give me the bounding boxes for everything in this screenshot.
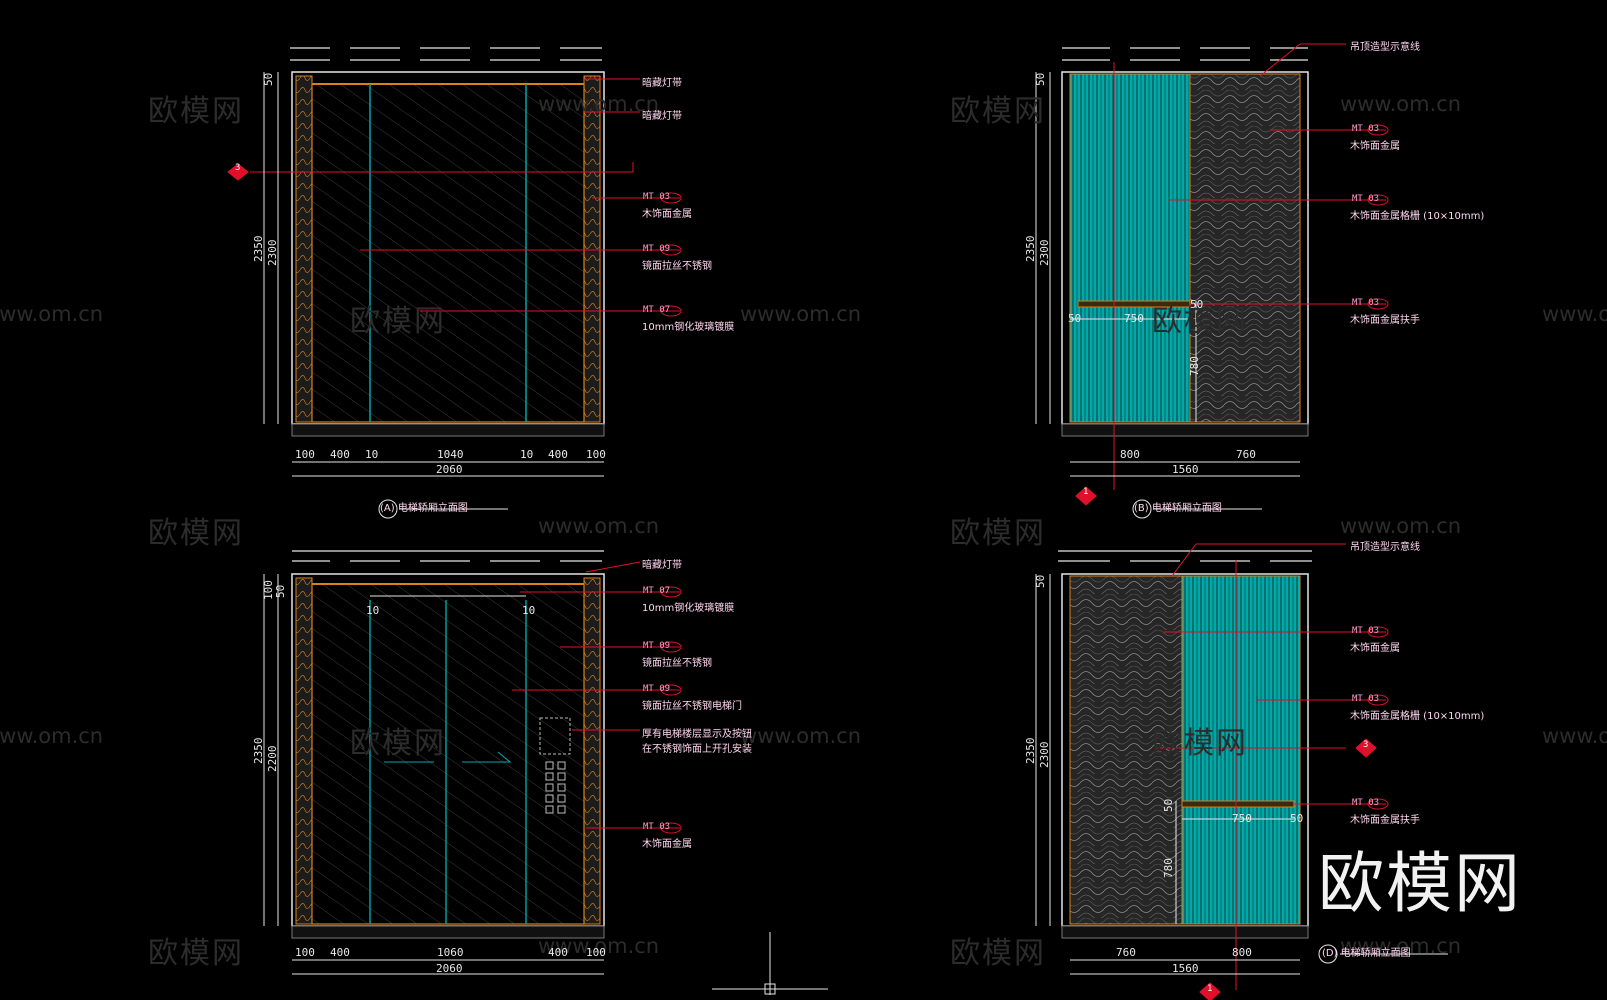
annotation: 10mm钢化玻璃镀膜 [642,322,735,333]
annotation: 镜面拉丝不锈钢 [642,261,712,272]
dimension-total: 1560 [1172,962,1199,975]
dimension-label: 2300 [1038,239,1051,267]
material-tag: MT 09 [643,641,671,651]
section-marker: 3 [1363,740,1369,750]
dimension-total: 1560 [1172,463,1199,476]
annotation: 木饰面金属扶手 [1350,815,1420,826]
dimension-label: 100 [295,946,315,959]
annotation: 厚有电梯楼层显示及按钮 [642,729,752,740]
material-tag: MT 09 [643,244,671,254]
dimension-label: 10 [365,448,379,461]
annotation: 暗藏灯带 [642,111,682,122]
material-tag: MT 07 [643,586,671,596]
dimension-label: 2350 [1024,737,1037,765]
dimension-label: 400 [330,946,350,959]
annotation: 木饰面金属格栅 (10×10mm) [1350,211,1485,222]
dimension-label: 50 [1034,72,1047,86]
dimension-label: 50 [1190,298,1204,311]
annotation: 在不锈钢饰面上开孔安装 [642,744,752,755]
dimension-label: 50 [1034,574,1047,588]
dimension-label: 10 [522,604,536,617]
dimension-label: 50 [1290,812,1304,825]
annotation: 吊顶造型示意线 [1350,42,1420,53]
dimension-label: 400 [548,448,568,461]
elevation-a [227,47,682,519]
dimension-label: 2350 [252,235,265,263]
material-tag: MT 03 [1352,798,1380,808]
material-tag: MT 03 [643,192,671,202]
dimension-label: 780 [1188,356,1201,376]
annotation: 木饰面金属 [1350,141,1400,152]
annotation: 10mm钢化玻璃镀膜 [642,603,735,614]
dimension-label: 50 [262,72,275,86]
brand-watermark-large: 欧模网 [1318,845,1522,922]
annotation: 暗藏灯带 [642,560,682,571]
dimension-label: 750 [1124,312,1144,325]
material-tag: MT 03 [1352,694,1380,704]
material-tag: MT 03 [1352,626,1380,636]
annotation: 吊顶造型示意线 [1350,542,1420,553]
dimension-label: 2200 [266,745,279,773]
dimension-label: 800 [1232,946,1252,959]
drawing-title: (B) 电梯轿厢立面图 [1134,503,1222,514]
section-marker: 1 [1207,984,1213,994]
dimension-total: 2060 [436,463,463,476]
dimension-total: 2060 [436,962,463,975]
material-tag: MT 03 [1352,194,1380,204]
dimension-label: 100 [586,448,606,461]
dimension-label: 760 [1116,946,1136,959]
annotation: 镜面拉丝不锈钢 [642,658,712,669]
material-tag: MT 03 [1352,298,1380,308]
dimension-label: 1040 [437,448,464,461]
dimension-label: 10 [366,604,380,617]
annotation: 木饰面金属格栅 (10×10mm) [1350,711,1485,722]
material-tag: MT 03 [1352,124,1380,134]
dimension-label: 780 [1162,858,1175,878]
material-tag: MT 03 [643,822,671,832]
dimension-label: 2300 [1038,741,1051,769]
annotation: 木饰面金属 [642,209,692,220]
elevation-b [1035,43,1389,519]
dimension-label: 100 [295,448,315,461]
dimension-label: 2350 [1024,235,1037,263]
annotation: 暗藏灯带 [642,78,682,89]
material-tag: MT 07 [643,305,671,315]
annotation: 木饰面金属扶手 [1350,315,1420,326]
dimension-label: 400 [330,448,350,461]
dimension-label: 50 [1068,312,1082,325]
dimension-label: 10 [520,448,534,461]
section-marker: 1 [1083,487,1089,497]
elevation-d [1035,543,1448,1000]
dimension-label: 400 [548,946,568,959]
elevation-c [263,550,828,995]
dimension-label: 50 [274,584,287,598]
dimension-label: 800 [1120,448,1140,461]
dimension-label: 1060 [437,946,464,959]
dimension-label: 2300 [266,239,279,267]
dimension-label: 760 [1236,448,1256,461]
annotation: 镜面拉丝不锈钢电梯门 [642,701,742,712]
section-marker: 3 [235,163,241,173]
annotation: 木饰面金属 [1350,643,1400,654]
dimension-label: 2350 [252,737,265,765]
dimension-label: 50 [1162,798,1175,812]
material-tag: MT 09 [643,684,671,694]
dimension-label: 100 [586,946,606,959]
drawing-title: (D) 电梯轿厢立面图 [1322,948,1411,959]
annotation: 木饰面金属 [642,839,692,850]
dimension-label: 750 [1232,812,1252,825]
drawing-title: (A) 电梯轿厢立面图 [380,503,468,514]
